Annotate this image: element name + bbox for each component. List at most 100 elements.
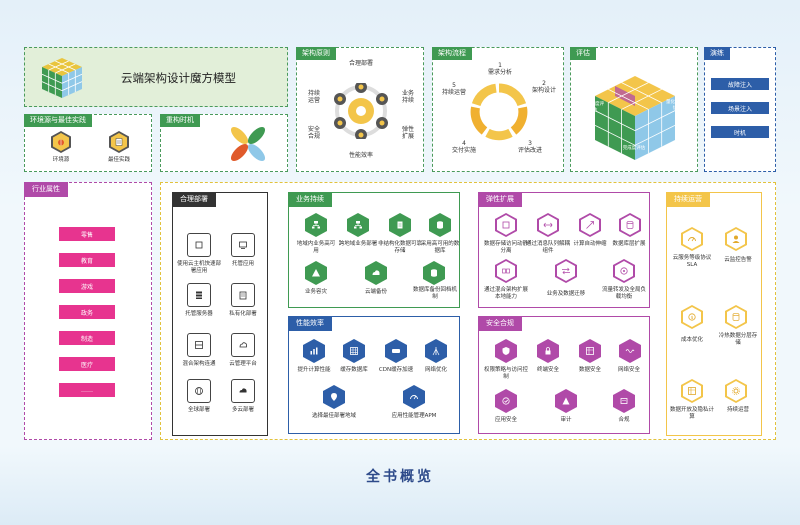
elastic-item-label: 通过混合架构扩展本地能力: [483, 287, 528, 300]
deploy-cloud-mgmt-icon: [231, 333, 255, 357]
ops-icon-monitor: [725, 227, 747, 251]
elastic-item-label: 业务及数据迁移: [546, 291, 586, 297]
elastic-icon-migrate: [555, 259, 577, 283]
ops-icon-tiering: [725, 305, 747, 329]
drill-button-timing[interactable]: 时机: [711, 126, 769, 138]
env-source-hex: [51, 131, 71, 153]
cube-label-bottom: 完成度评估: [622, 146, 646, 151]
timing-tag: 重构时机: [160, 114, 200, 127]
footer-title: 全书概览: [366, 469, 434, 485]
elastic-item-label: 数据存储访问动静分离: [483, 241, 528, 254]
principle-label: 合理部署: [348, 60, 373, 67]
drill-button-scene[interactable]: 场景注入: [711, 102, 769, 114]
industry-item-more[interactable]: ……: [59, 383, 115, 397]
deploy-item-label: 托管服务器: [185, 311, 213, 317]
security-item-label: 终端安全: [536, 367, 559, 373]
deploy-item-label: 使用云主机快速部署应用: [177, 261, 222, 274]
deploy-tag: 合理部署: [172, 192, 216, 207]
elastic-item-label: 通过消息队列解耦组件: [525, 241, 570, 254]
deploy-multicloud-icon: [231, 379, 255, 403]
ops-icon-sla: [681, 227, 703, 251]
perf-icon-cache: [343, 339, 365, 363]
evaluation-cube-diagram: [594, 76, 676, 160]
deploy-global-icon: [187, 379, 211, 403]
evaluate-panel: 评估 成熟度评估 量化性评估 完成度评估: [570, 47, 698, 172]
industry-item-retail[interactable]: 零售: [59, 227, 115, 241]
industry-item-education[interactable]: 教育: [59, 253, 115, 267]
ops-item-label: 数据开放及隐私计算: [669, 407, 714, 420]
perf-icon-cdn: [385, 339, 407, 363]
drill-panel: 演练 故障注入 场景注入 时机: [704, 47, 776, 172]
deploy-item-label: 云管理平台: [229, 361, 257, 367]
svg-text:$: $: [691, 315, 694, 321]
continuity-item-label: 业务容灾: [304, 289, 327, 295]
security-item-label: 合规: [618, 417, 630, 423]
continuity-item-label: 地域内业务高可用: [296, 241, 336, 254]
perf-item-label: 应用性能管理APM: [391, 413, 437, 419]
env-item-label: 环境源: [52, 157, 70, 163]
security-item-label: 网络安全: [617, 367, 640, 373]
continuity-icon-db-backup: [423, 261, 445, 285]
principle-label: 性能效率: [348, 152, 373, 159]
security-icon-terminal: [537, 339, 559, 363]
perf-item-label: 选择最佳部署地域: [311, 413, 356, 419]
elastic-item-label: 流量转发及全局负载均衡: [601, 287, 646, 300]
bug-icon: [58, 139, 64, 146]
cube-logo-icon: [41, 58, 83, 98]
perf-icon-region: [323, 385, 345, 409]
industry-item-medical[interactable]: 医疗: [59, 357, 115, 371]
deploy-private-icon: [231, 283, 255, 307]
ops-item-label: 成本优化: [680, 337, 703, 343]
continuity-icon-dr: [305, 261, 327, 285]
deploy-server-icon: [187, 283, 211, 307]
performance-panel: 性能效率 提升计算性能 缓存数据库 CDN缓存加速 网络优化 选择最佳部署地域 …: [288, 316, 460, 434]
industry-item-game[interactable]: 游戏: [59, 279, 115, 293]
performance-tag: 性能效率: [288, 316, 332, 331]
deploy-hosted-app-icon: [231, 233, 255, 257]
principles-panel: 架构原则 合理部署 业务持续 弹性扩展 性能效率 安全合规 持续运营: [296, 47, 424, 172]
continuity-item-label: 采用高可用的数据库: [420, 241, 460, 254]
principle-label: 弹性扩展: [401, 126, 414, 140]
page-title: 云端架构设计魔方模型: [121, 71, 236, 85]
industry-item-gov[interactable]: 政务: [59, 305, 115, 319]
drill-button-fault[interactable]: 故障注入: [711, 78, 769, 90]
process-cycle-diagram: [470, 83, 528, 141]
security-icon-access: [495, 339, 517, 363]
security-panel: 安全合规 权限策略与访问控制 终端安全 数据安全 网络安全 应用安全 审计 合规: [478, 316, 650, 434]
perf-icon-compute: [303, 339, 325, 363]
elastic-panel: 弹性扩展 数据存储访问动静分离 通过消息队列解耦组件 计算自动伸缩 数据库层扩展…: [478, 192, 650, 308]
continuity-icon-backup: [365, 261, 387, 285]
deploy-item-label: 多云部署: [231, 407, 254, 413]
security-icon-app: [495, 389, 517, 413]
cube-label-right: 量化性评估: [666, 100, 684, 111]
industry-panel: 行业属性 零售 教育 游戏 政务 制造 医疗 ……: [24, 182, 152, 440]
principle-label: 持续运营: [307, 90, 320, 104]
perf-icon-network: [425, 339, 447, 363]
principle-label: 业务持续: [401, 90, 414, 104]
deploy-item-label: 私有化部署: [229, 311, 257, 317]
perf-item-label: 提升计算性能: [297, 367, 331, 373]
elastic-icon-queue: [537, 213, 559, 237]
industry-tag: 行业属性: [24, 182, 68, 197]
perf-item-label: 网络优化: [424, 367, 447, 373]
ops-icon-continuous: [725, 379, 747, 403]
ops-item-label: 冷热数据分层存储: [718, 333, 758, 346]
continuity-icon-ha: [305, 213, 327, 237]
drill-tag: 演练: [704, 47, 730, 60]
continuity-icon-database: [429, 213, 451, 237]
elastic-icon-static: [495, 213, 517, 237]
elastic-icon-hybrid: [495, 259, 517, 283]
best-practice-hex: [109, 131, 129, 153]
env-panel: 环境源与最佳实践 环境源 最佳实践: [24, 114, 152, 172]
elastic-icon-db-scale: [619, 213, 641, 237]
industry-item-manufacture[interactable]: 制造: [59, 331, 115, 345]
deploy-panel: 合理部署 使用云主机快速部署应用 托管应用 托管服务器 私有化部署 混合架构连通…: [172, 192, 268, 436]
deploy-item-label: 全球部署: [187, 407, 210, 413]
continuity-icon-storage: [389, 213, 411, 237]
ops-tag: 持续运营: [666, 192, 710, 207]
